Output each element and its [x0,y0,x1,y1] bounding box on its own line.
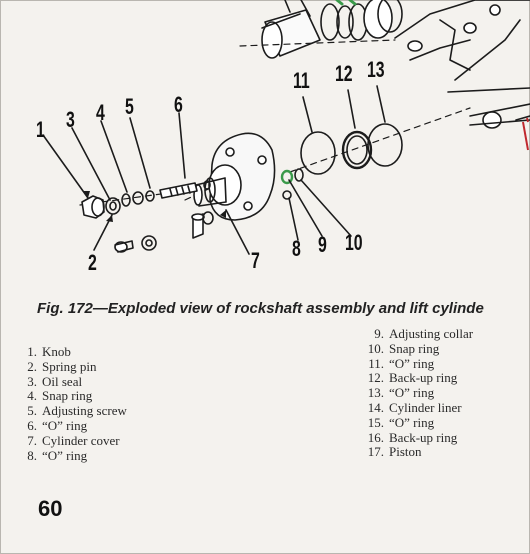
item-label: “O” ring [42,447,88,463]
list-item: 16. Back-up ring [362,429,473,446]
list-item: 3. Oil seal [15,373,127,390]
cylinder-cover-drawing [193,132,276,221]
item-number: 15. [367,414,384,430]
parts-list-left: 1. Knob 2. Spring pin 3. Oil seal 4. Snap ri… [15,344,127,464]
adjusting-collar-drawing [280,169,294,185]
item-label: “O” ring [42,417,88,433]
list-item: 9. Adjusting collar [362,326,474,342]
item-number: 4. [27,388,37,404]
list-item: 10. Snap ring [362,340,473,357]
o-ring-6-drawing [203,180,211,190]
callout-12: 12 [335,61,353,86]
list-item: 11. “O” ring [362,355,473,372]
page-number: 60 [38,496,63,521]
red-edge-mark [522,121,529,151]
item-label: Oil seal [42,373,83,389]
list-item: 4. Snap ring [15,388,127,404]
callout-5: 5 [125,94,134,119]
adjusting-screw-drawing [159,182,198,199]
knob-drawing [81,195,105,219]
item-label: Piston [389,444,422,460]
item-label: Back-up ring [389,370,458,386]
o-ring-8-drawing [282,190,292,200]
item-label: “O” ring [389,414,435,430]
callout-8: 8 [292,236,301,261]
parts-list-right: 9. Adjusting collar 10. Snap ring 11. “O” r… [362,326,474,460]
list-item: 7. Cylinder cover [15,432,127,449]
list-item: 8. “O” ring [15,447,127,464]
item-number: 8. [27,447,37,463]
cylinder-liner-drawing [261,0,321,59]
item-number: 1. [27,344,37,359]
list-item: 5. Adjusting screw [15,403,127,419]
callout-6: 6 [174,92,183,117]
top-rings-drawing [320,0,403,41]
item-label: Adjusting screw [42,403,127,419]
rockshaft-housing-drawing [394,0,530,129]
list-item: 6. “O” ring [15,417,127,434]
item-number: 9. [374,326,384,341]
list-item: 15. “O” ring [362,414,473,431]
item-number: 3. [27,373,37,389]
callout-2: 2 [88,250,97,275]
item-number: 14. [367,399,384,415]
list-item: 13. “O” ring [362,385,473,401]
item-number: 7. [27,432,37,448]
item-label: Snap ring [389,340,440,356]
snap-ring-10-drawing [294,168,304,182]
callout-3: 3 [66,107,75,132]
list-item: 2. Spring pin [15,358,127,375]
item-label: Back-up ring [389,429,458,445]
callout-9: 9 [318,232,327,257]
item-label: Cylinder cover [42,432,120,448]
item-number: 12. [367,370,384,386]
item-label: “O” ring [389,385,435,401]
callout-13: 13 [367,57,385,82]
o-ring-11-drawing [300,131,336,175]
list-item: 12. Back-up ring [362,370,473,386]
list-item: 17. Piston [362,444,473,460]
exploded-view-figure: 1 2 3 4 5 6 7 8 9 10 11 12 13 [36,0,530,275]
spring-pin-drawing [114,240,134,253]
item-label: Knob [42,344,71,359]
item-number: 2. [27,358,37,374]
item-label: Snap ring [42,388,93,404]
item-number: 16. [367,429,384,445]
list-item: 1. Knob [15,344,127,360]
figure-caption: Fig. 172—Exploded view of rockshaft asse… [37,300,484,317]
callout-10: 10 [345,230,363,255]
oil-seal-drawing [105,197,121,215]
item-number: 13. [367,385,384,401]
callout-7: 7 [251,248,260,273]
list-item: 14. Cylinder liner [362,399,473,416]
washer-drawing [141,235,157,251]
item-number: 17. [367,444,384,460]
item-number: 11. [368,355,384,371]
item-number: 10. [367,340,384,356]
callout-11: 11 [293,68,310,93]
item-label: Cylinder liner [389,399,462,415]
item-number: 6. [27,417,37,433]
snap-ring-4-drawing [121,193,131,207]
item-label: Adjusting collar [389,326,474,341]
back-up-ring-12-drawing [341,130,373,170]
exploded-view-drawing [42,0,530,255]
item-label: Spring pin [42,358,97,374]
callout-1: 1 [36,117,45,142]
callout-4: 4 [96,100,105,125]
item-number: 5. [27,403,37,419]
o-ring-13-drawing [367,123,403,167]
item-label: “O” ring [389,355,435,371]
